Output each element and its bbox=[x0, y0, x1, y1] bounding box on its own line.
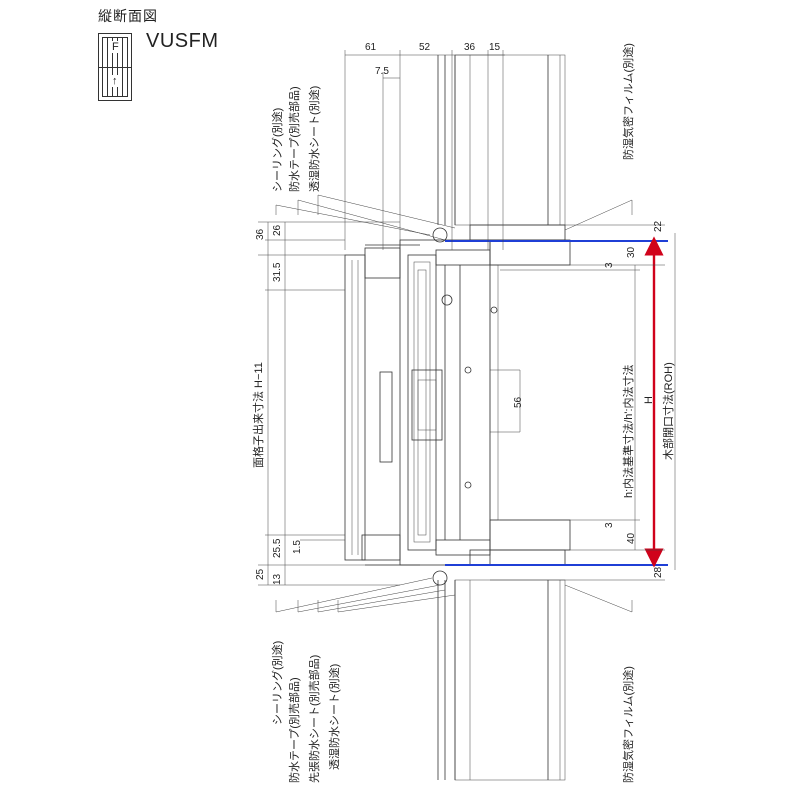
dim-3-bottom: 3 bbox=[604, 522, 615, 528]
dim-28: 28 bbox=[653, 566, 664, 578]
dim-15: 15 bbox=[489, 42, 501, 53]
dim-56: 56 bbox=[513, 396, 524, 408]
upper-sealing-mark bbox=[432, 227, 448, 243]
dim-31-5: 31.5 bbox=[272, 262, 283, 282]
window-frame bbox=[399, 239, 520, 566]
label-upper-sealing: シーリング(別途) bbox=[270, 108, 284, 192]
right-dimensions bbox=[490, 224, 676, 581]
dim-61: 61 bbox=[365, 42, 377, 53]
dim-40: 40 bbox=[626, 532, 637, 544]
window-grille bbox=[344, 244, 420, 566]
dim-36-top: 36 bbox=[464, 42, 476, 53]
label-lower-pre-sheet: 先張防水シート(別売部品) bbox=[307, 655, 321, 783]
label-h: H bbox=[643, 396, 655, 404]
fixed-letter: F bbox=[110, 41, 121, 53]
upper-wall bbox=[437, 54, 571, 266]
lower-wall bbox=[437, 519, 571, 781]
label-upper-sheet: 透湿防水シート(別途) bbox=[307, 86, 321, 192]
label-inner-dimension: h:内法基準寸法/h':内法寸法 bbox=[621, 364, 635, 498]
dim-25-5: 25.5 bbox=[272, 538, 283, 558]
top-dimensions bbox=[344, 50, 505, 250]
label-rough-opening: 木部開口寸法(ROH) bbox=[661, 362, 675, 460]
lower-sealing-mark bbox=[432, 570, 448, 586]
dim-30: 30 bbox=[626, 246, 637, 258]
dim-36-left: 36 bbox=[255, 228, 266, 240]
label-lower-sheet: 透湿防水シート(別途) bbox=[327, 664, 341, 770]
label-lower-film: 防湿気密フィルム(別途) bbox=[621, 666, 635, 783]
label-lower-tape: 防水テープ(別売部品) bbox=[287, 677, 301, 783]
label-upper-tape: 防水テープ(別売部品) bbox=[287, 86, 301, 192]
left-dimensions bbox=[258, 221, 400, 586]
label-grille-size: 面格子出来寸法 H−11 bbox=[251, 362, 265, 468]
dim-52: 52 bbox=[419, 42, 431, 53]
lower-leaders bbox=[275, 577, 633, 613]
dim-1-5: 1.5 bbox=[292, 540, 303, 554]
dim-3-top: 3 bbox=[604, 262, 615, 268]
model-name: VUSFM bbox=[146, 30, 219, 52]
label-upper-film: 防湿気密フィルム(別途) bbox=[621, 43, 635, 160]
upper-leaders bbox=[275, 194, 633, 241]
window-elevation-icon: F ↑ bbox=[98, 33, 132, 101]
drawing-title: 縦断面図 bbox=[98, 8, 158, 24]
dim-26: 26 bbox=[272, 224, 283, 236]
sliding-arrow-icon: ↑ bbox=[110, 75, 120, 87]
label-lower-sealing: シーリング(別途) bbox=[270, 641, 284, 725]
dim-13: 13 bbox=[272, 573, 283, 585]
dim-22: 22 bbox=[653, 220, 664, 232]
dim-7-5: 7.5 bbox=[375, 66, 389, 77]
dim-25: 25 bbox=[255, 568, 266, 580]
